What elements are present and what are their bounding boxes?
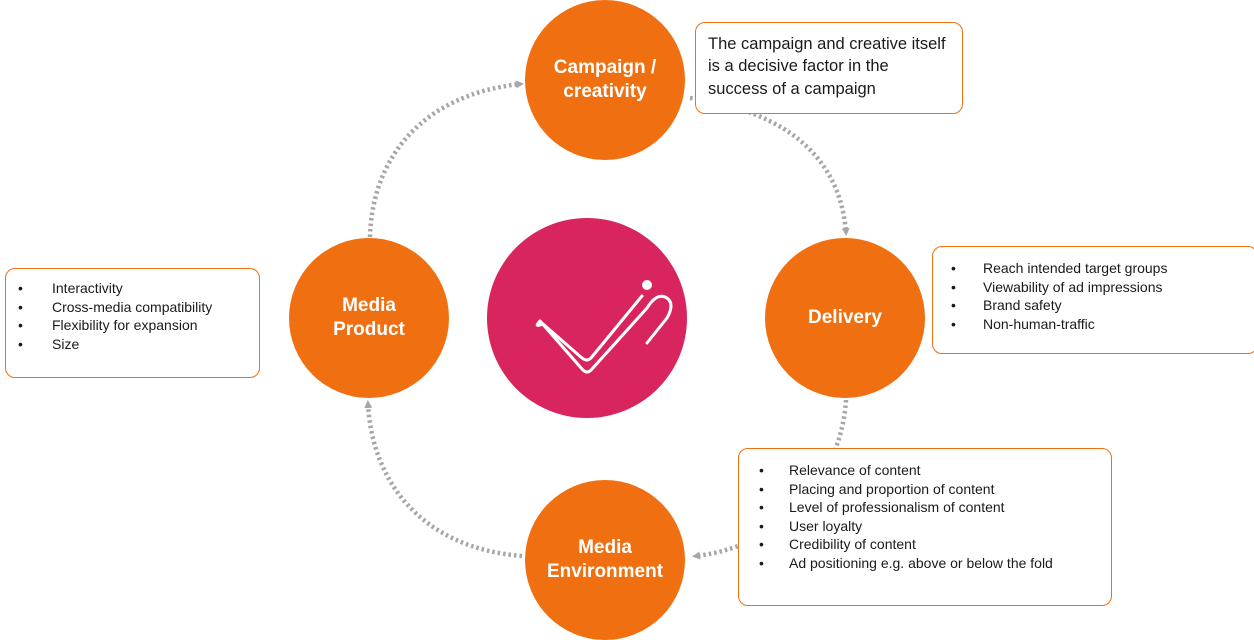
- node-campaign-line2: creativity: [563, 81, 647, 102]
- list-item: Relevance of content: [743, 461, 1107, 480]
- delivery-factors-box: Reach intended target groups Viewability…: [932, 246, 1254, 354]
- list-item: Ad positioning e.g. above or below the f…: [743, 554, 1107, 573]
- node-media-product: Media Product: [289, 238, 449, 398]
- campaign-description-text: The campaign and creative itself is a de…: [708, 35, 946, 98]
- node-delivery: Delivery: [765, 238, 925, 398]
- environment-factors-list: Relevance of content Placing and proport…: [743, 461, 1107, 572]
- list-item: Credibility of content: [743, 535, 1107, 554]
- campaign-description-box: The campaign and creative itself is a de…: [695, 22, 963, 114]
- node-campaign-line1: Campaign /: [553, 57, 657, 79]
- connector-campaign-to-delivery: [689, 95, 850, 236]
- connector-product-to-campaign: [367, 80, 524, 238]
- connector-environment-to-product: [364, 400, 523, 559]
- product-factors-box: Interactivity Cross-media compatibility …: [5, 268, 260, 378]
- node-product-line2: Product: [333, 319, 405, 340]
- list-item: Cross-media compatibility: [10, 298, 255, 317]
- list-item: Level of professionalism of content: [743, 498, 1107, 517]
- list-item: User loyalty: [743, 517, 1107, 536]
- delivery-factors-list: Reach intended target groups Viewability…: [937, 259, 1253, 333]
- product-factors-list: Interactivity Cross-media compatibility …: [10, 279, 255, 353]
- node-delivery-label: Delivery: [808, 307, 882, 329]
- list-item: Brand safety: [937, 296, 1253, 315]
- list-item: Size: [10, 335, 255, 354]
- environment-factors-box: Relevance of content Placing and proport…: [738, 448, 1112, 606]
- list-item: Flexibility for expansion: [10, 316, 255, 335]
- node-campaign-creativity: Campaign / creativity: [525, 0, 685, 160]
- node-product-line1: Media: [342, 295, 396, 317]
- list-item: Reach intended target groups: [937, 259, 1253, 278]
- list-item: Interactivity: [10, 279, 255, 298]
- node-environment-line1: Media: [578, 537, 632, 559]
- node-media-environment: Media Environment: [525, 480, 685, 640]
- list-item: Viewability of ad impressions: [937, 278, 1253, 297]
- checkmark-icon: [535, 280, 673, 374]
- list-item: Placing and proportion of content: [743, 480, 1107, 499]
- node-environment-line2: Environment: [546, 561, 664, 582]
- center-checkmark-circle: [487, 218, 687, 418]
- list-item: Non-human-traffic: [937, 315, 1253, 334]
